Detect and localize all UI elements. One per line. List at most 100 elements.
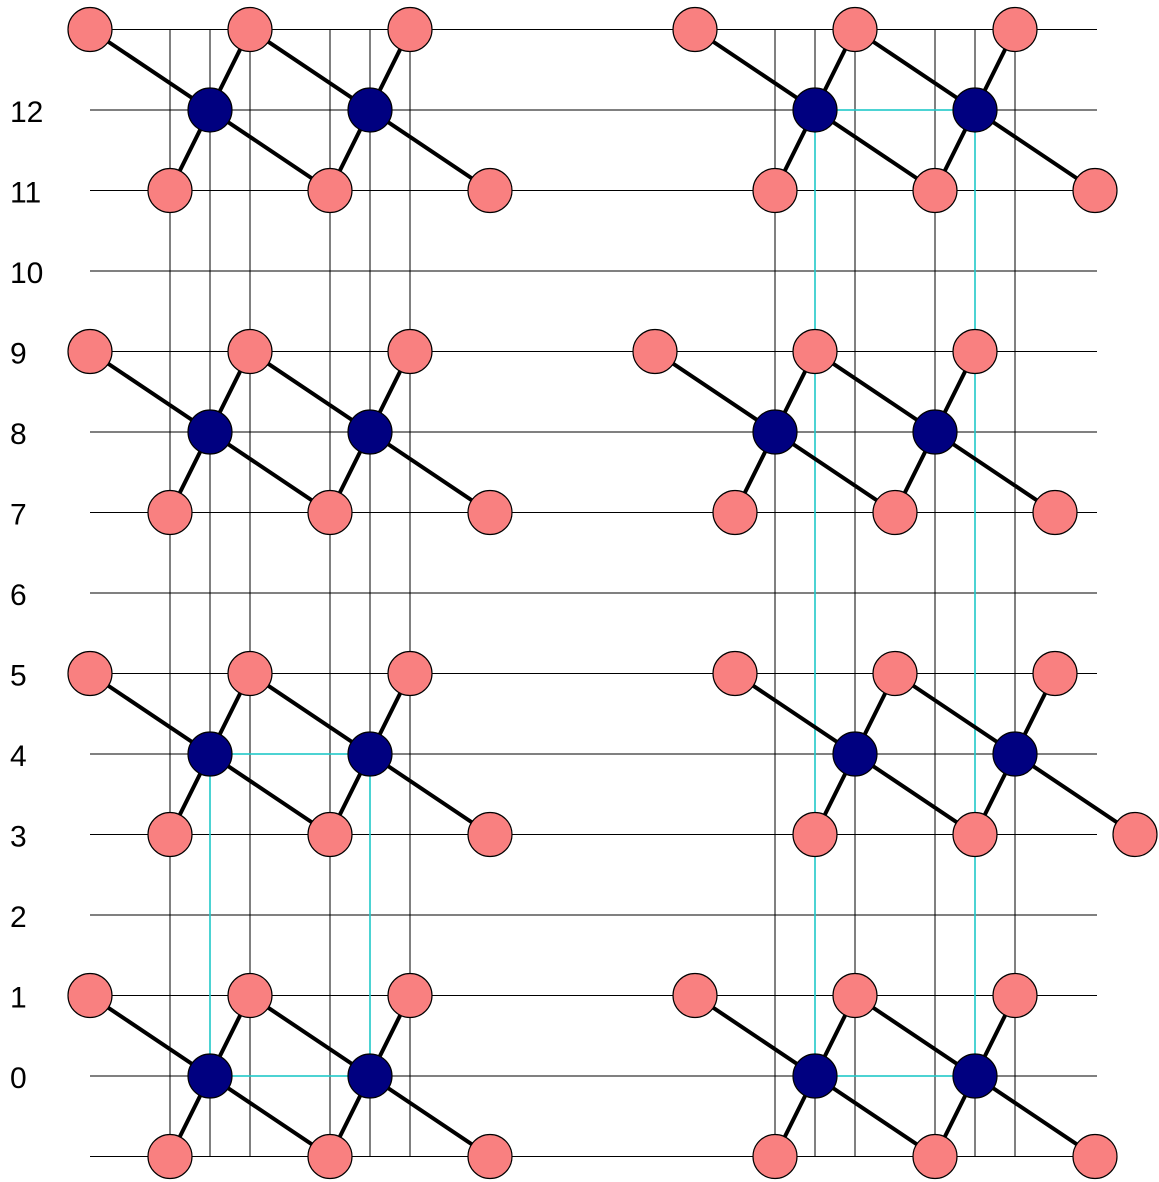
outer-atom: [992, 972, 1038, 1019]
bond-line: [773, 430, 897, 515]
outer-atom: [67, 328, 113, 375]
row-label-8: 8: [10, 418, 27, 451]
unit-cell-outlines: [209, 109, 976, 1077]
bond-line: [208, 430, 332, 515]
bond-line: [853, 993, 977, 1078]
outer-atom: [952, 328, 998, 375]
outer-atom: [147, 489, 193, 536]
outer-atom: [712, 650, 758, 697]
unit-cell-outline: [209, 753, 371, 1077]
row-label-3: 3: [10, 821, 27, 854]
outer-atom: [672, 972, 718, 1019]
outer-atom: [387, 328, 433, 375]
row-label-6: 6: [10, 579, 27, 612]
unit-cell-outline: [814, 109, 976, 1077]
center-atom: [187, 409, 233, 455]
bond-line: [813, 108, 937, 193]
outer-atom: [67, 972, 113, 1019]
outer-atom: [752, 1133, 798, 1180]
outer-atom: [672, 6, 718, 53]
outer-atom: [912, 167, 958, 214]
center-atom: [792, 87, 838, 133]
bond-line: [368, 752, 492, 837]
center-atom: [347, 87, 393, 133]
center-atom: [347, 409, 393, 455]
outer-atom: [952, 811, 998, 858]
bond-line: [693, 993, 817, 1078]
row-label-1: 1: [10, 982, 27, 1015]
bond-line: [693, 27, 817, 112]
outer-atom: [1032, 650, 1078, 697]
row-label-2: 2: [10, 901, 27, 934]
bond-line: [88, 671, 212, 756]
outer-atom: [307, 811, 353, 858]
bond-line: [248, 993, 372, 1078]
bond-line: [368, 430, 492, 515]
outer-atom: [227, 650, 273, 697]
center-atom: [792, 1053, 838, 1099]
outer-atom: [227, 6, 273, 53]
bond-line: [88, 993, 212, 1078]
row-label-0: 0: [10, 1062, 27, 1095]
outer-atom: [712, 489, 758, 536]
outer-atom: [467, 489, 513, 536]
bond-line: [248, 671, 372, 756]
outer-atom: [147, 811, 193, 858]
outer-atom: [992, 6, 1038, 53]
bond-line: [813, 349, 937, 434]
outer-atom: [147, 167, 193, 214]
atoms: [67, 6, 1158, 1180]
outer-atom: [467, 167, 513, 214]
bond-line: [1013, 752, 1137, 837]
outer-atom: [1072, 1133, 1118, 1180]
outer-atom: [832, 6, 878, 53]
outer-atom: [387, 972, 433, 1019]
row-label-9: 9: [10, 338, 27, 371]
bond-line: [733, 671, 857, 756]
bond-line: [893, 671, 1017, 756]
outer-atom: [1072, 167, 1118, 214]
center-atom: [832, 731, 878, 777]
center-atom: [187, 1053, 233, 1099]
outer-atom: [832, 972, 878, 1019]
outer-atom: [1112, 811, 1158, 858]
center-atom: [992, 731, 1038, 777]
row-label-12: 12: [10, 96, 43, 129]
bond-line: [368, 1074, 492, 1159]
center-atom: [752, 409, 798, 455]
center-atom: [347, 731, 393, 777]
outer-atom: [147, 1133, 193, 1180]
bond-line: [973, 1074, 1097, 1159]
outer-atom: [632, 328, 678, 375]
outer-atom: [227, 328, 273, 375]
outer-atom: [792, 811, 838, 858]
row-label-10: 10: [10, 257, 43, 290]
row-label-4: 4: [10, 740, 27, 773]
outer-atom: [792, 328, 838, 375]
outer-atom: [1032, 489, 1078, 536]
center-atom: [347, 1053, 393, 1099]
center-atom: [952, 87, 998, 133]
outer-atom: [307, 167, 353, 214]
outer-atom: [307, 489, 353, 536]
bond-line: [248, 27, 372, 112]
center-atom: [187, 87, 233, 133]
outer-atom: [387, 6, 433, 53]
bond-line: [368, 108, 492, 193]
bond-line: [208, 108, 332, 193]
outer-atom: [227, 972, 273, 1019]
bond-line: [208, 752, 332, 837]
outer-atom: [307, 1133, 353, 1180]
outer-atom: [872, 489, 918, 536]
bond-line: [853, 27, 977, 112]
outer-atom: [67, 6, 113, 53]
center-atom: [187, 731, 233, 777]
row-label-7: 7: [10, 499, 27, 532]
bond-line: [973, 108, 1097, 193]
bond-line: [248, 349, 372, 434]
outer-atom: [752, 167, 798, 214]
row-label-11: 11: [10, 177, 41, 210]
bond-line: [208, 1074, 332, 1159]
